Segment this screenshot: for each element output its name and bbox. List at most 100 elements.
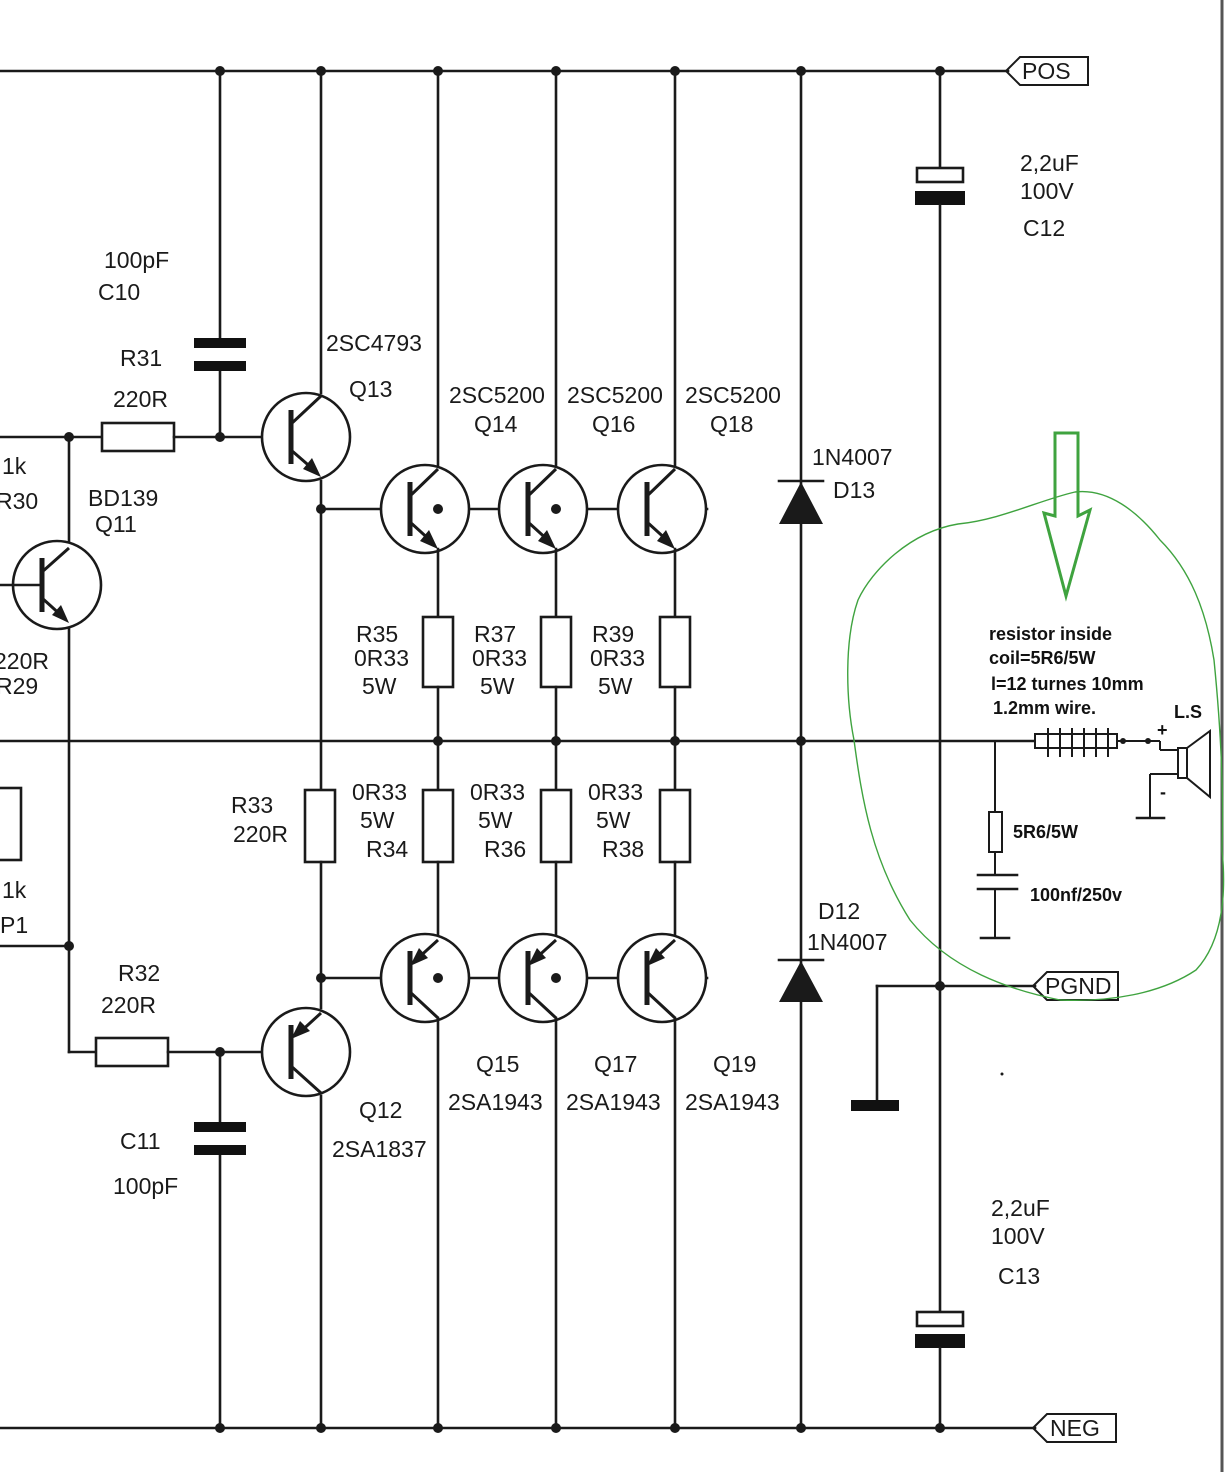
q19-ref: Q19 bbox=[713, 1051, 756, 1077]
q11-ref: Q11 bbox=[95, 511, 137, 537]
ground-symbol bbox=[851, 1100, 899, 1111]
q12-transistor bbox=[260, 1006, 352, 1098]
junction-dot bbox=[796, 66, 806, 76]
c13-plate bbox=[915, 1334, 965, 1348]
q12-ref: Q12 bbox=[359, 1097, 402, 1123]
r33-ref: R33 bbox=[231, 792, 273, 818]
transistor-collector bbox=[408, 990, 440, 1020]
r32-resistor bbox=[94, 1036, 170, 1068]
c12-voltage: 100V bbox=[1020, 178, 1074, 204]
junction-dots bbox=[64, 66, 945, 1433]
c13-value: 2,2uF bbox=[991, 1195, 1050, 1221]
junction-dot bbox=[796, 1423, 806, 1433]
r31-value: 220R bbox=[113, 386, 168, 412]
p1-value: 1k bbox=[2, 877, 27, 903]
junction-dot bbox=[316, 973, 326, 983]
p1-potentiometer bbox=[0, 786, 23, 862]
q15-ref: Q15 bbox=[476, 1051, 519, 1077]
r36-value: 0R33 bbox=[470, 779, 525, 805]
q14-transistor bbox=[379, 69, 471, 792]
r38-ref: R38 bbox=[602, 836, 644, 862]
r34-resistor bbox=[421, 788, 455, 864]
q18-ref: Q18 bbox=[710, 411, 753, 437]
d13-ref: D13 bbox=[833, 477, 875, 503]
junction-dot bbox=[316, 1423, 326, 1433]
r37-power: 5W bbox=[480, 673, 515, 699]
d12-diode bbox=[777, 958, 825, 1002]
junction-dot bbox=[433, 736, 443, 746]
r38-power: 5W bbox=[596, 807, 631, 833]
zobel-resistor-label: 5R6/5W bbox=[1013, 822, 1078, 842]
transistor-collector bbox=[408, 467, 440, 498]
neg-port: NEG bbox=[1031, 1413, 1117, 1443]
junction-dot bbox=[433, 1423, 443, 1433]
speaker-icon bbox=[1177, 729, 1211, 800]
c11-ref: C11 bbox=[120, 1128, 161, 1154]
r36-power: 5W bbox=[478, 807, 513, 833]
r37-ref: R37 bbox=[474, 621, 516, 647]
c10-plate bbox=[194, 338, 246, 348]
r36-resistor bbox=[539, 788, 573, 864]
r38-value: 0R33 bbox=[588, 779, 643, 805]
c10-plate bbox=[194, 361, 246, 371]
annotation-note-line-3: l=12 turnes 10mm bbox=[991, 674, 1144, 694]
transistor-body bbox=[616, 932, 708, 1024]
r30-value: 1k bbox=[2, 453, 27, 479]
q16-transistor bbox=[497, 69, 589, 792]
d13-part: 1N4007 bbox=[812, 444, 893, 470]
r31-resistor bbox=[100, 421, 176, 453]
junction-dot bbox=[796, 736, 806, 746]
emitter-arrow bbox=[657, 530, 675, 549]
q12-part: 2SA1837 bbox=[332, 1136, 427, 1162]
c12-plate bbox=[915, 191, 965, 205]
pgnd-port-label: PGND bbox=[1045, 973, 1111, 999]
r34-value: 0R33 bbox=[352, 779, 407, 805]
r36-ref: R36 bbox=[484, 836, 526, 862]
c10-value: 100pF bbox=[104, 247, 169, 273]
r29-value: 220R bbox=[0, 648, 49, 674]
annotation-note-line-2: coil=5R6/5W bbox=[989, 648, 1096, 668]
c12-value: 2,2uF bbox=[1020, 150, 1079, 176]
emitter-arrow bbox=[410, 948, 428, 966]
junction-dot bbox=[935, 66, 945, 76]
transistor-collector bbox=[526, 990, 558, 1020]
junction-dot bbox=[64, 432, 74, 442]
junction-dot bbox=[551, 504, 561, 514]
q17-part: 2SA1943 bbox=[566, 1089, 661, 1115]
junction-dot bbox=[935, 1423, 945, 1433]
junction-dot bbox=[670, 1423, 680, 1433]
junction-dot bbox=[935, 981, 945, 991]
speck bbox=[1000, 1072, 1004, 1076]
q14-part: 2SC5200 bbox=[449, 382, 545, 408]
r37-resistor bbox=[539, 615, 573, 689]
d13-diode bbox=[777, 479, 825, 524]
d12-ref: D12 bbox=[818, 898, 860, 924]
pos-port: POS bbox=[1004, 56, 1089, 86]
zobel-capacitor-label: 100nf/250v bbox=[1030, 885, 1122, 905]
r39-resistor bbox=[658, 615, 692, 689]
r31-ref: R31 bbox=[120, 345, 162, 371]
c11-plate bbox=[194, 1122, 246, 1132]
junction-dot bbox=[316, 504, 326, 514]
transistor-collector bbox=[645, 467, 677, 498]
emitter-arrow bbox=[538, 530, 556, 549]
r39-power: 5W bbox=[598, 673, 633, 699]
r35-resistor bbox=[421, 615, 455, 689]
junction-dot bbox=[670, 736, 680, 746]
c10-ref: C10 bbox=[98, 279, 140, 305]
pgnd-port: PGND bbox=[1031, 971, 1119, 1001]
transistor-body bbox=[497, 463, 589, 555]
pnp-output-stage bbox=[379, 788, 708, 1430]
r35-ref: R35 bbox=[356, 621, 398, 647]
junction-dot bbox=[316, 66, 326, 76]
emitter-arrow bbox=[528, 948, 546, 966]
junction-dot bbox=[551, 973, 561, 983]
junction-dot bbox=[551, 736, 561, 746]
transistor-body bbox=[497, 932, 589, 1024]
annotation-note-line-4: 1.2mm wire. bbox=[993, 698, 1096, 718]
q13-ref: Q13 bbox=[349, 376, 392, 402]
r35-power: 5W bbox=[362, 673, 397, 699]
annotation-down-arrow bbox=[1041, 431, 1093, 602]
q13-part: 2SC4793 bbox=[326, 330, 422, 356]
